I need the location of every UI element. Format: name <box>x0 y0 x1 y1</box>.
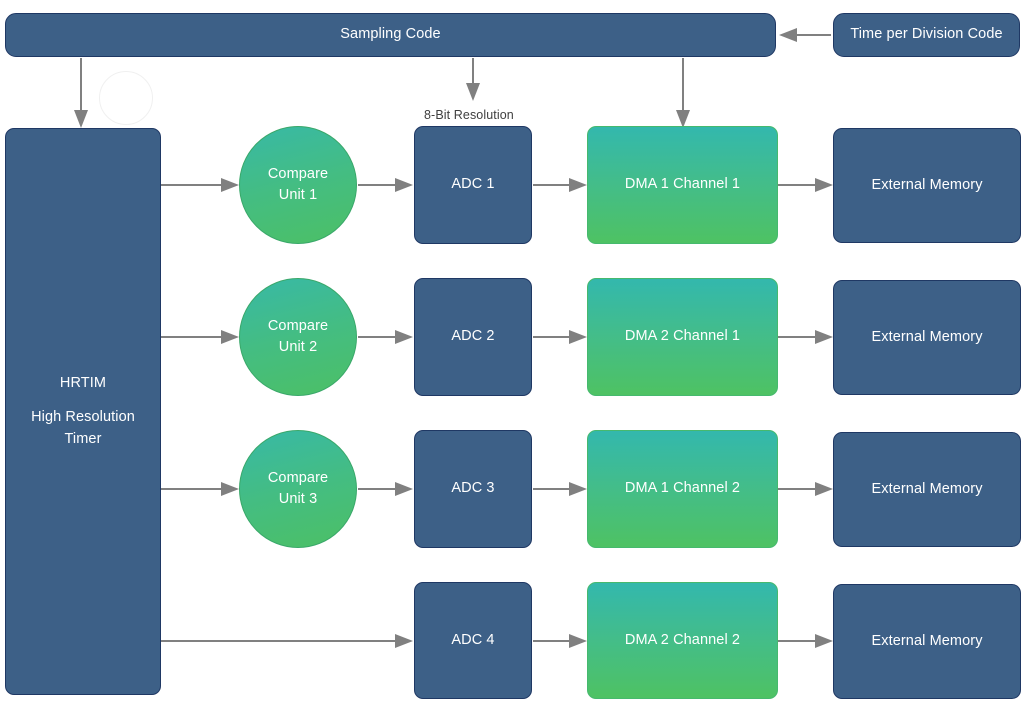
adc-1-label: ADC 1 <box>451 176 495 193</box>
dma-1-channel-1-box[interactable]: DMA 1 Channel 1 <box>587 126 778 244</box>
compare-unit-1-circle[interactable]: Compare Unit 1 <box>239 126 357 244</box>
sampling-code-label: Sampling Code <box>340 26 441 43</box>
connector-sampling-to-dma1ch1 <box>676 58 690 128</box>
connector-compare2-to-adc2 <box>358 330 413 344</box>
dma-1-channel-1-label: DMA 1 Channel 1 <box>624 176 741 193</box>
connector-hrtim-to-compare3 <box>161 482 239 496</box>
connector-compare3-to-adc3 <box>358 482 413 496</box>
compare-unit-2-label-line1: Compare <box>267 317 329 334</box>
hrtim-name: HRTIM <box>59 375 107 392</box>
compare-unit-1-label-line1: Compare <box>267 165 329 182</box>
external-memory-3-box[interactable]: External Memory <box>833 432 1021 547</box>
adc-3-label: ADC 3 <box>451 480 495 497</box>
connector-dma3-to-memory3 <box>778 482 833 496</box>
external-memory-4-label: External Memory <box>871 632 983 649</box>
eight-bit-resolution-label: 8-Bit Resolution <box>424 108 514 122</box>
connector-adc2-to-dma2 <box>533 330 587 344</box>
external-memory-2-box[interactable]: External Memory <box>833 280 1021 395</box>
time-per-division-code-label: Time per Division Code <box>850 26 1003 43</box>
decorative-circle-outline <box>99 71 153 125</box>
dma-1-channel-2-box[interactable]: DMA 1 Channel 2 <box>587 430 778 548</box>
hrtim-description-line1: High Resolution <box>31 409 135 426</box>
dma-2-channel-2-box[interactable]: DMA 2 Channel 2 <box>587 582 778 699</box>
connector-compare1-to-adc1 <box>358 178 413 192</box>
hrtim-box[interactable]: HRTIM High Resolution Timer <box>5 128 161 695</box>
connector-dma1-to-memory1 <box>778 178 833 192</box>
adc-4-label: ADC 4 <box>451 631 495 648</box>
connector-adc4-to-dma4 <box>533 634 587 648</box>
dma-1-channel-2-label: DMA 1 Channel 2 <box>624 480 741 497</box>
adc-1-box[interactable]: ADC 1 <box>414 126 532 244</box>
external-memory-4-box[interactable]: External Memory <box>833 584 1021 699</box>
adc-2-label: ADC 2 <box>451 328 495 345</box>
adc-4-box[interactable]: ADC 4 <box>414 582 532 699</box>
connector-dma2-to-memory2 <box>778 330 833 344</box>
connector-sampling-to-hrtim <box>74 58 88 128</box>
compare-unit-3-label-line2: Unit 3 <box>278 491 318 507</box>
connector-sampling-to-adc1 <box>466 58 480 101</box>
dma-2-channel-2-label: DMA 2 Channel 2 <box>624 631 741 648</box>
dma-2-channel-1-label: DMA 2 Channel 1 <box>624 328 741 345</box>
connector-hrtim-to-compare1 <box>161 178 239 192</box>
connector-hrtim-to-adc4 <box>161 634 413 648</box>
external-memory-1-box[interactable]: External Memory <box>833 128 1021 243</box>
compare-unit-3-label-line1: Compare <box>267 469 329 486</box>
hrtim-description-line2: Timer <box>64 430 102 447</box>
compare-unit-2-label-line2: Unit 2 <box>278 339 318 355</box>
connector-timediv-to-sampling <box>779 28 831 42</box>
connector-dma4-to-memory4 <box>778 634 833 648</box>
compare-unit-2-circle[interactable]: Compare Unit 2 <box>239 278 357 396</box>
external-memory-1-label: External Memory <box>871 176 983 193</box>
compare-unit-3-circle[interactable]: Compare Unit 3 <box>239 430 357 548</box>
connector-adc3-to-dma3 <box>533 482 587 496</box>
sampling-code-box[interactable]: Sampling Code <box>5 13 776 57</box>
adc-3-box[interactable]: ADC 3 <box>414 430 532 548</box>
external-memory-3-label: External Memory <box>871 480 983 497</box>
connector-hrtim-to-compare2 <box>161 330 239 344</box>
connector-adc1-to-dma1 <box>533 178 587 192</box>
dma-2-channel-1-box[interactable]: DMA 2 Channel 1 <box>587 278 778 396</box>
adc-2-box[interactable]: ADC 2 <box>414 278 532 396</box>
external-memory-2-label: External Memory <box>871 328 983 345</box>
time-per-division-code-box[interactable]: Time per Division Code <box>833 13 1020 57</box>
compare-unit-1-label-line2: Unit 1 <box>278 187 318 203</box>
